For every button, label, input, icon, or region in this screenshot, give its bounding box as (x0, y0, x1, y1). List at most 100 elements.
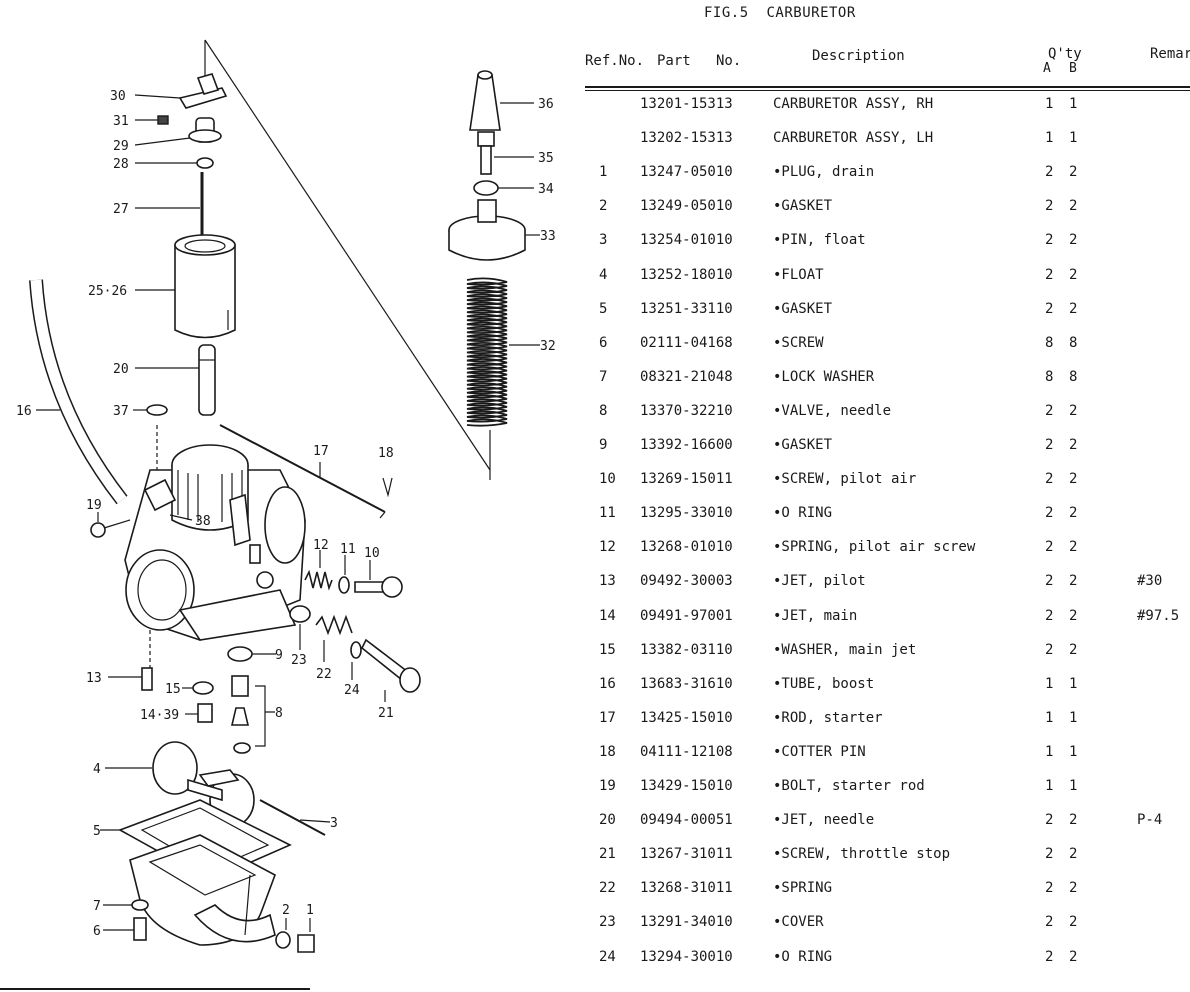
cell-ref-no: 1 (599, 164, 608, 181)
part-34-nut (473, 180, 534, 196)
callout-5: 5 (93, 824, 101, 839)
cell-description: •VALVE, needle (773, 402, 892, 419)
cell-qty-b: 2 (1069, 164, 1078, 181)
cell-part-no: 02111-04168 (640, 334, 733, 351)
cell-description: CARBURETOR ASSY, LH (773, 130, 934, 147)
part-9-gasket (227, 646, 276, 662)
callout-34: 34 (538, 182, 554, 197)
callout-12: 12 (313, 538, 329, 553)
cell-part-no: 13251-33110 (640, 300, 733, 317)
cell-qty-a: 1 (1045, 778, 1054, 794)
cell-ref-no: 10 (599, 471, 616, 488)
cell-part-no: 09492-30003 (640, 573, 733, 590)
cell-qty-b: 2 (1069, 641, 1078, 658)
callout-15: 15 (165, 682, 181, 697)
callout-33: 33 (540, 229, 556, 244)
cell-qty-a: 2 (1045, 948, 1054, 965)
cell-description: •SCREW, pilot air (773, 471, 917, 488)
cell-description: •O RING (773, 948, 833, 965)
cell-part-no: 09491-97001 (640, 607, 733, 624)
header-ref-no: Ref.No. (585, 53, 645, 69)
callout-21: 21 (378, 706, 394, 721)
cell-ref-no: 14 (599, 607, 616, 624)
part-22-spring (315, 614, 353, 662)
cell-qty-a: 2 (1045, 266, 1054, 283)
cell-part-no: 13247-05010 (640, 164, 733, 181)
cell-ref-no: 6 (599, 334, 608, 351)
cell-description: •SCREW, throttle stop (773, 846, 951, 863)
cell-qty-a: 1 (1045, 130, 1054, 147)
cell-description: •COVER (773, 914, 824, 931)
cell-qty-b: 8 (1069, 334, 1078, 351)
callout-24: 24 (344, 683, 360, 698)
cell-description: •WASHER, main jet (773, 641, 917, 658)
cell-description: •PIN, float (773, 232, 866, 249)
part-16-boost-tube (29, 279, 128, 505)
cell-remarks: #97.5 (1137, 607, 1180, 624)
cell-description: •BOLT, starter rod (773, 778, 925, 794)
cell-ref-no: 12 (599, 539, 616, 556)
cell-qty-b: 2 (1069, 539, 1078, 556)
bottom-rule (0, 988, 310, 990)
callout-23: 23 (291, 653, 307, 668)
cell-part-no: 13254-01010 (640, 232, 733, 249)
cell-ref-no: 13 (599, 573, 616, 590)
diagram-frame-line (204, 39, 491, 471)
callout-13: 13 (86, 671, 102, 686)
cell-qty-b: 2 (1069, 812, 1078, 829)
cell-qty-b: 2 (1069, 437, 1078, 453)
callout-10: 10 (364, 546, 380, 561)
cell-remarks: #30 (1137, 573, 1163, 590)
cell-ref-no: 2 (599, 198, 608, 215)
cell-qty-b: 2 (1069, 880, 1078, 897)
cell-ref-no: 4 (599, 266, 608, 283)
cell-qty-b: 2 (1069, 914, 1078, 931)
cell-qty-b: 2 (1069, 471, 1078, 488)
cell-part-no: 04111-12108 (640, 743, 733, 760)
cell-qty-b: 1 (1069, 778, 1078, 794)
part-31-screw (135, 115, 169, 125)
callout-22: 22 (316, 667, 332, 682)
cell-ref-no: 8 (599, 402, 608, 419)
part-19-starter-bolt (90, 512, 131, 538)
cell-qty-a: 2 (1045, 471, 1054, 488)
cell-qty-a: 2 (1045, 198, 1054, 215)
part-1-drain-plug (297, 918, 315, 953)
cell-qty-a: 2 (1045, 914, 1054, 931)
callout-9: 9 (275, 648, 283, 663)
cell-qty-b: 2 (1069, 232, 1078, 249)
part-35-bolt (477, 131, 534, 175)
cell-qty-b: 2 (1069, 607, 1078, 624)
cell-remarks: P-4 (1137, 812, 1163, 829)
cell-qty-b: 1 (1069, 709, 1078, 726)
cell-qty-a: 2 (1045, 812, 1054, 829)
cell-part-no: 13295-33010 (640, 505, 733, 522)
part-8-needle-valve (230, 675, 275, 754)
callout-4: 4 (93, 762, 101, 777)
part-32-throttle-spring (466, 277, 540, 427)
part-13-pilot-jet (108, 630, 153, 691)
part-23-cover (289, 605, 311, 650)
cell-qty-b: 2 (1069, 402, 1078, 419)
cell-qty-a: 8 (1045, 334, 1054, 351)
part-20-needle-jet (135, 344, 216, 416)
cell-ref-no: 19 (599, 778, 616, 794)
cell-qty-b: 8 (1069, 368, 1078, 385)
cell-part-no: 13294-30010 (640, 948, 733, 965)
cell-description: •JET, main (773, 607, 858, 624)
cell-ref-no: 17 (599, 709, 616, 726)
cell-qty-b: 2 (1069, 266, 1078, 283)
cell-ref-no: 15 (599, 641, 616, 658)
